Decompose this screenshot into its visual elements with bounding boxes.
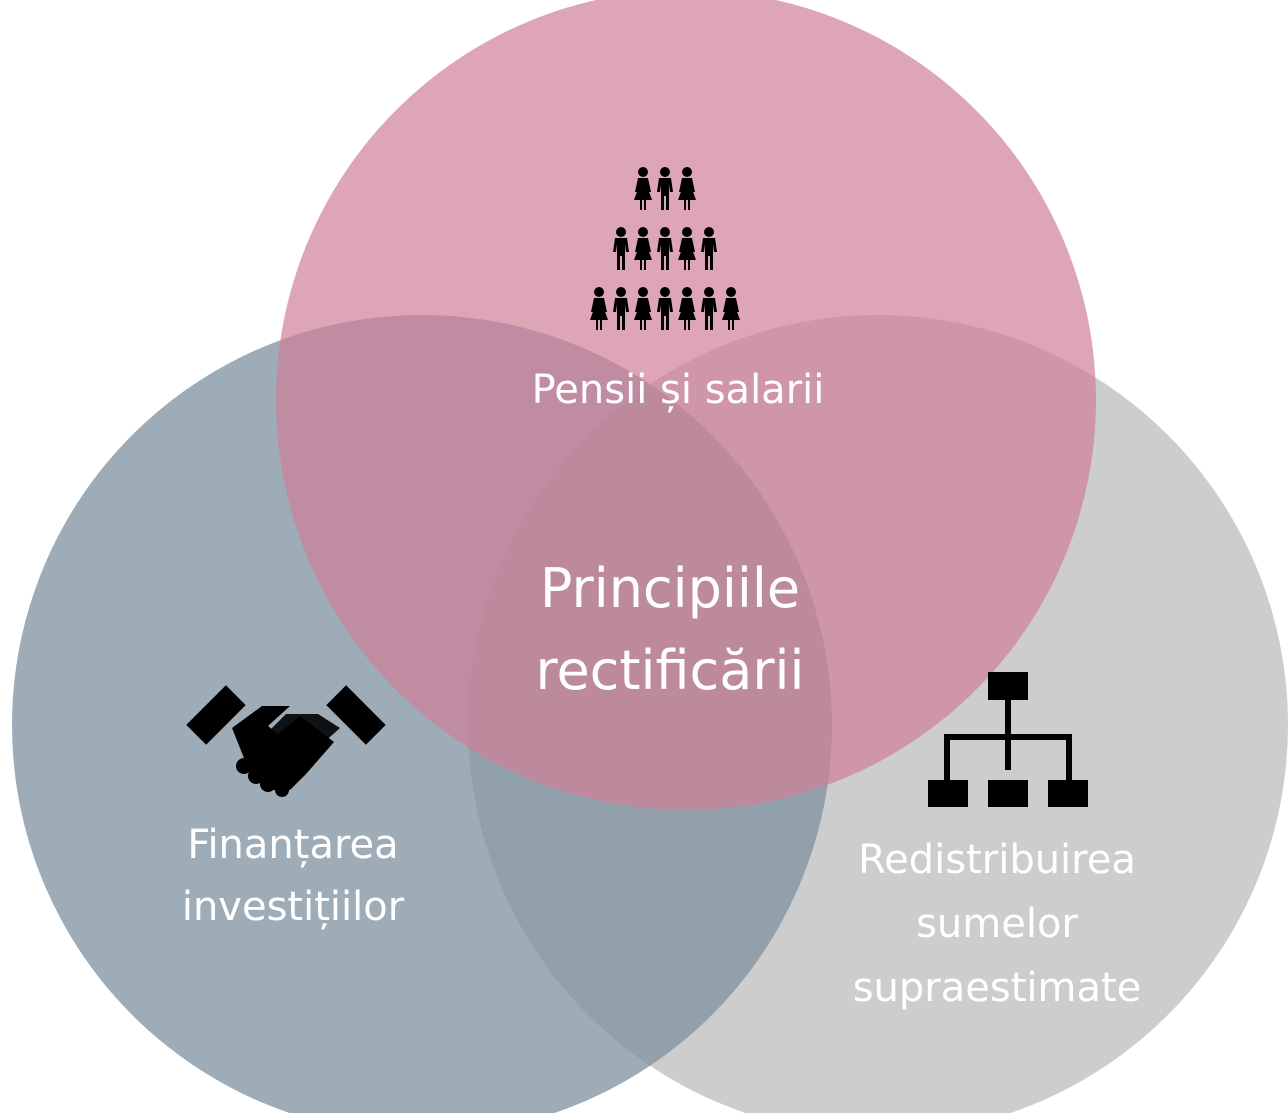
set-label-line: supraestimate [852,965,1142,1011]
set-label-line: sumelor [916,901,1078,947]
center-label-line: Principiile [539,557,801,620]
set-label-line: Redistribuirea [858,837,1136,883]
handshake-icon [186,685,386,797]
set-label-line: investițiilor [181,884,405,930]
set-label-finantarea: Finanțarea investițiilor [93,814,493,938]
circle-top [276,0,1096,810]
set-label-line: Finanțarea [187,822,399,868]
set-label-pensii: Pensii și salarii [478,360,878,420]
center-label: Principiile rectificării [470,548,870,712]
set-label-line: Pensii și salarii [531,367,825,413]
center-label-line: rectificării [535,639,805,702]
org-chart-icon [928,672,1088,807]
set-label-redistribuirea: Redistribuirea sumelor supraestimate [797,828,1197,1020]
